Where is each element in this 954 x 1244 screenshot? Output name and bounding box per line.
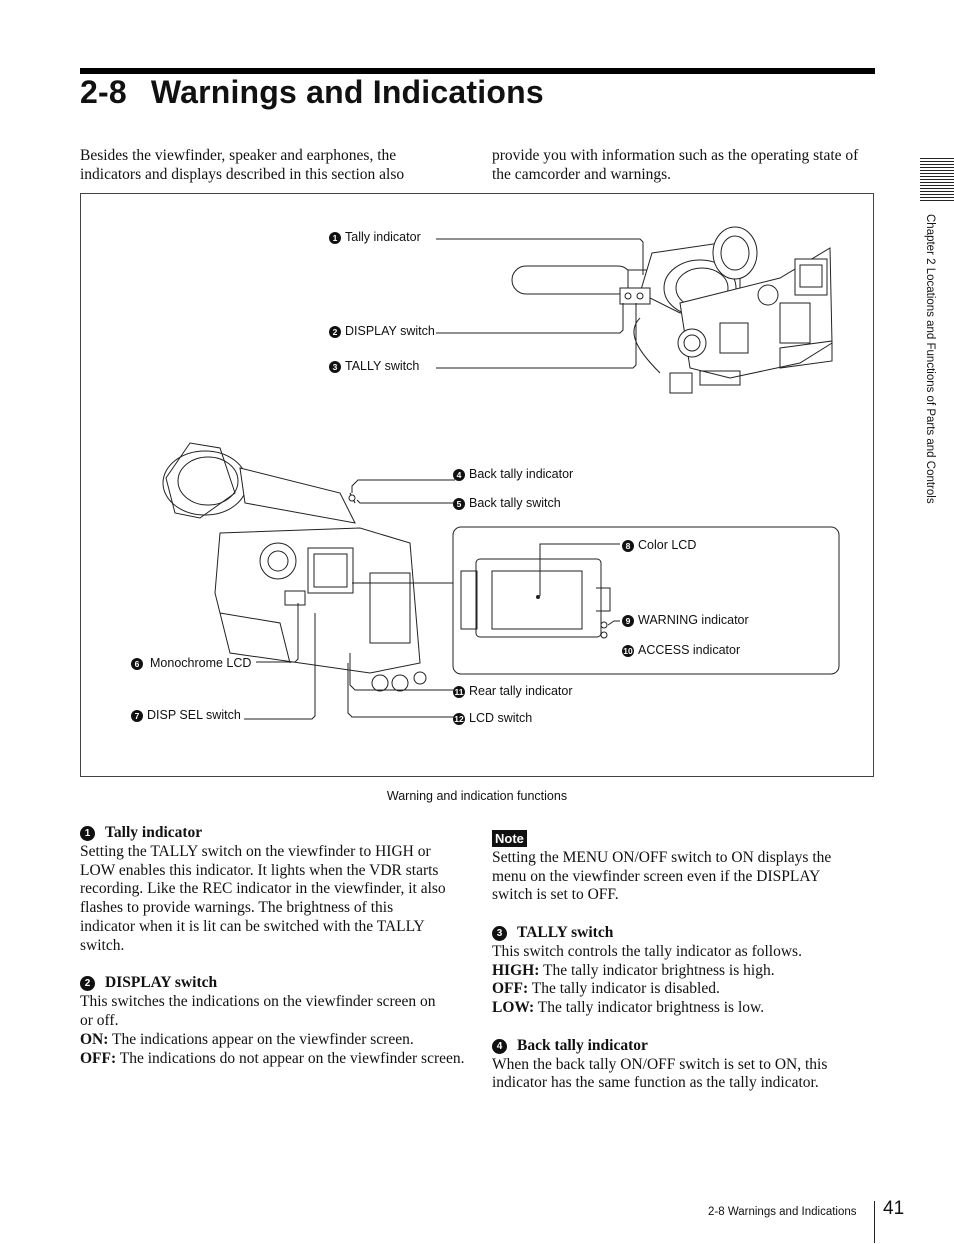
body-line: Setting the TALLY switch on the viewfind… [80, 842, 431, 860]
note-badge: Note [492, 830, 527, 847]
callout-number: 8 [622, 540, 634, 552]
callout-number: 2 [329, 326, 341, 338]
callout-label: ACCESS indicator [638, 643, 741, 657]
callout-number: 12 [453, 713, 465, 725]
setting-off: OFF: The indications do not appear on th… [80, 1050, 469, 1069]
item-number: 4 [492, 1038, 507, 1054]
setting-desc: The indications appear on the viewfinder… [108, 1030, 414, 1048]
item-heading: 1 Tally indicator [80, 824, 465, 843]
callout-monochrome-lcd: 6 Monochrome LCD [131, 656, 251, 670]
body-line: LOW enables this indicator. It lights wh… [80, 861, 439, 879]
body-line: When the back tally ON/OFF switch is set… [492, 1055, 828, 1073]
callout-tally-switch: 3 TALLY switch [329, 359, 419, 373]
body-line: switch. [80, 936, 125, 954]
callout-label: WARNING indicator [638, 613, 749, 627]
footer-divider [874, 1201, 875, 1243]
item-heading: 3 TALLY switch [492, 924, 877, 943]
setting-on: ON: The indications appear on the viewfi… [80, 1031, 465, 1050]
intro-line: the camcorder and warnings. [492, 166, 672, 183]
figure-frame [80, 193, 874, 777]
intro-line: provide you with information such as the… [492, 147, 859, 164]
note-line: Setting the MENU ON/OFF switch to ON dis… [492, 848, 832, 866]
callout-number: 3 [329, 361, 341, 373]
note-line: menu on the viewfinder screen even if th… [492, 867, 821, 885]
callout-label: Back tally switch [469, 496, 561, 510]
setting-desc: The tally indicator brightness is high. [539, 961, 775, 979]
body-line: This switch controls the tally indicator… [492, 942, 802, 960]
chapter-tab-lines [920, 158, 954, 204]
item-title: DISPLAY switch [105, 974, 218, 992]
setting-desc: The indications do not appear on the vie… [116, 1049, 465, 1067]
left-column: 1 Tally indicator Setting the TALLY switc… [80, 824, 465, 1068]
callout-number: 9 [622, 615, 634, 627]
callout-number: 10 [622, 645, 634, 657]
body-line: flashes to provide warnings. The brightn… [80, 899, 394, 917]
intro-right: provide you with information such as the… [492, 146, 858, 184]
section-title: Warnings and Indications [150, 74, 544, 110]
setting-term: HIGH: [492, 961, 540, 979]
callout-number: 1 [329, 232, 341, 244]
item-title: Back tally indicator [517, 1036, 648, 1054]
callout-label: Rear tally indicator [469, 684, 573, 698]
callout-lcd-switch: 12 LCD switch [453, 711, 532, 725]
callout-label: DISP SEL switch [147, 708, 241, 722]
callout-access-indicator: 10 ACCESS indicator [622, 643, 740, 657]
camcorder-illustration [162, 226, 840, 720]
callout-number: 5 [453, 498, 465, 510]
item-heading: 4 Back tally indicator [492, 1037, 877, 1056]
intro-line: Besides the viewfinder, speaker and earp… [80, 147, 397, 164]
item-heading: 2 DISPLAY switch [80, 974, 465, 993]
setting-desc: The tally indicator brightness is low. [534, 999, 765, 1017]
callout-number: 6 [131, 658, 143, 670]
setting-term: LOW: [492, 999, 535, 1017]
callout-label: TALLY switch [345, 359, 420, 373]
figure-caption: Warning and indication functions [386, 789, 568, 803]
setting-off: OFF: The tally indicator is disabled. [492, 980, 877, 999]
callout-label: DISPLAY switch [345, 324, 435, 338]
callout-disp-sel-switch: 7 DISP SEL switch [131, 708, 241, 722]
callout-back-tally-indicator: 4 Back tally indicator [453, 467, 573, 481]
setting-high: HIGH: The tally indicator brightness is … [492, 962, 877, 981]
right-column: Note Setting the MENU ON/OFF switch to O… [492, 830, 877, 1093]
setting-term: ON: [80, 1030, 109, 1048]
page-number: 41 [883, 1198, 905, 1219]
setting-desc: The tally indicator is disabled. [528, 980, 720, 998]
item-title: TALLY switch [517, 923, 614, 941]
callout-number: 7 [131, 710, 143, 722]
callout-label: Monochrome LCD [150, 656, 252, 670]
callout-number: 11 [453, 686, 465, 698]
intro-line: indicators and displays described in thi… [80, 166, 405, 183]
setting-term: OFF: [492, 980, 529, 998]
section-number: 2-8 [80, 74, 127, 110]
callout-label: Color LCD [638, 538, 697, 552]
body-line: indicator has the same function as the t… [492, 1074, 819, 1092]
callout-color-lcd: 8 Color LCD [622, 538, 696, 552]
setting-term: OFF: [80, 1049, 117, 1067]
item-number: 1 [80, 826, 95, 841]
callout-label: LCD switch [469, 711, 533, 725]
callout-label: Back tally indicator [469, 467, 574, 481]
body-line: indicator when it is lit can be switched… [80, 917, 425, 935]
callout-label: Tally indicator [345, 230, 421, 244]
callout-warning-indicator: 9 WARNING indicator [622, 613, 749, 627]
chapter-sidebar-text: Chapter 2 Locations and Functions of Par… [924, 214, 936, 504]
running-footer: 2-8 Warnings and Indications [708, 1206, 857, 1218]
page-title: 2-8 Warnings and Indications [80, 74, 544, 111]
body-line: or off. [80, 1011, 119, 1029]
callout-tally-indicator: 1 Tally indicator [329, 230, 421, 244]
note-line: switch is set to OFF. [492, 886, 619, 904]
intro-left: Besides the viewfinder, speaker and earp… [80, 146, 404, 184]
setting-low: LOW: The tally indicator brightness is l… [492, 999, 877, 1018]
title-rule [80, 68, 875, 74]
callout-display-switch: 2 DISPLAY switch [329, 324, 435, 338]
callout-rear-tally-indicator: 11 Rear tally indicator [453, 684, 573, 698]
item-number: 2 [80, 976, 95, 992]
body-line: recording. Like the REC indicator in the… [80, 880, 446, 898]
body-line: This switches the indications on the vie… [80, 993, 436, 1011]
callout-number: 4 [453, 469, 465, 481]
item-number: 3 [492, 925, 507, 941]
item-title: Tally indicator [105, 824, 203, 841]
callout-back-tally-switch: 5 Back tally switch [453, 496, 561, 510]
